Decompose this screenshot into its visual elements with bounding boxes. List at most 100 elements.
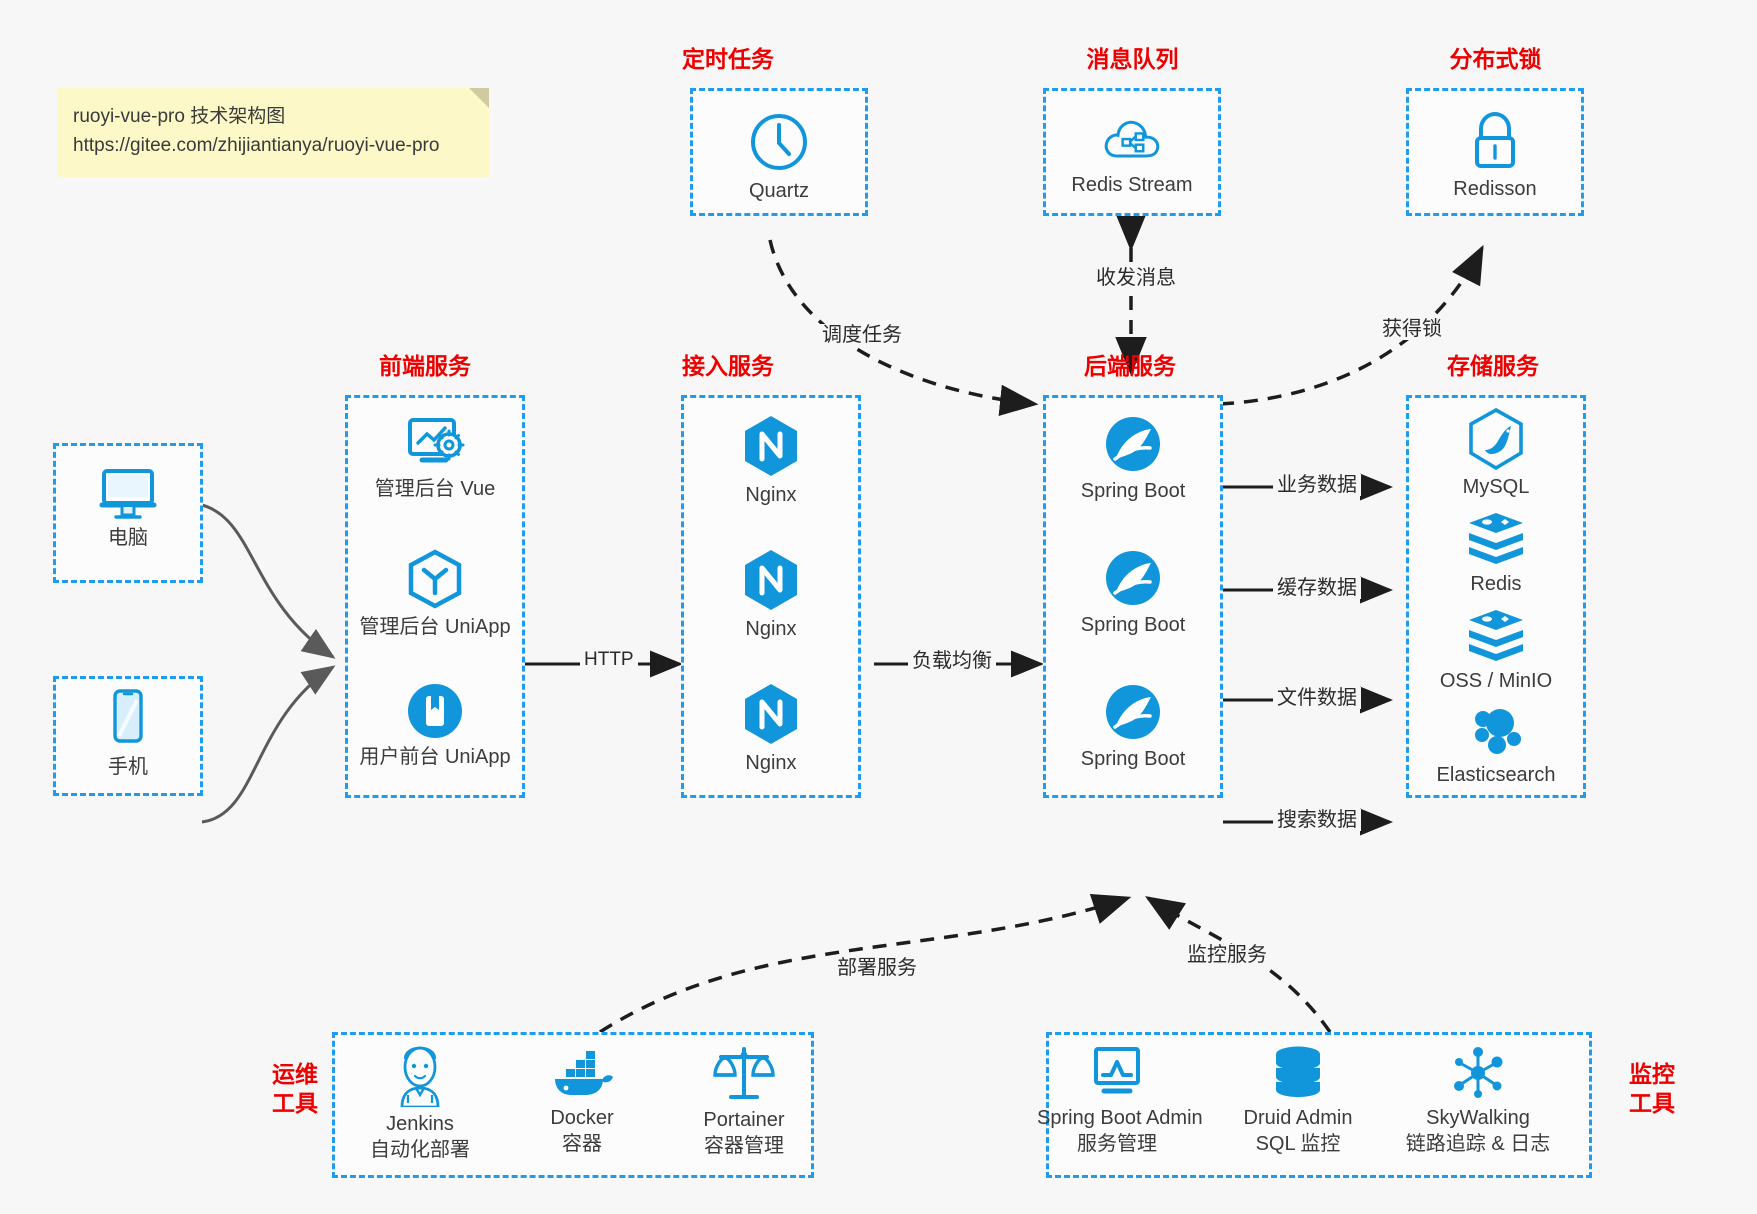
- node-nginx-3[interactable]: Nginx: [691, 682, 851, 776]
- node-spring-boot-3[interactable]: Spring Boot: [1053, 682, 1213, 772]
- node-nginx-2[interactable]: Nginx: [691, 548, 851, 642]
- group-title-backend: 后端服务: [1084, 353, 1176, 379]
- node-redisson[interactable]: Redisson: [1415, 110, 1575, 202]
- mobile-app-icon: [408, 684, 462, 738]
- group-message-queue: [1043, 88, 1221, 216]
- edge-label-monitor-service: 监控服务: [1183, 944, 1271, 966]
- node-spring-boot-1[interactable]: Spring Boot: [1053, 414, 1213, 504]
- node-mysql[interactable]: MySQL: [1416, 408, 1576, 500]
- node-label: Redisson: [1453, 178, 1537, 200]
- group-scheduler: [690, 88, 868, 216]
- node-oss-minio[interactable]: OSS / MinIO: [1416, 608, 1576, 694]
- desktop-monitor-icon: [99, 469, 157, 519]
- devops-title-line-1: 运维: [272, 1061, 318, 1087]
- node-label: Spring Boot Admin: [1037, 1107, 1203, 1129]
- edge-label-load-balance: 负载均衡: [908, 650, 996, 672]
- node-label: Spring Boot: [1080, 614, 1186, 636]
- devops-title-line-2: 工具: [272, 1089, 318, 1116]
- monitoring-title-line-1: 监控: [1629, 1061, 1675, 1087]
- node-spring-boot-2[interactable]: Spring Boot: [1053, 548, 1213, 638]
- node-label: Jenkins: [386, 1113, 454, 1135]
- node-label: Spring Boot: [1080, 480, 1186, 502]
- edge-label-acquire-lock: 获得锁: [1378, 318, 1446, 340]
- mobile-phone-icon: [113, 689, 143, 743]
- node-nginx-1[interactable]: Nginx: [691, 414, 851, 508]
- group-title-storage: 存储服务: [1447, 353, 1539, 379]
- group-title-distributed-lock: 分布式锁: [1449, 46, 1542, 72]
- edge-label-file-data: 文件数据: [1273, 687, 1361, 709]
- node-elasticsearch[interactable]: Elasticsearch: [1416, 700, 1576, 788]
- lock-icon: [1475, 111, 1515, 168]
- spring-boot-icon: [1106, 417, 1160, 471]
- node-mobile[interactable]: 手机: [48, 688, 208, 780]
- edge-label-business-data: 业务数据: [1273, 474, 1361, 496]
- note-card: ruoyi-vue-pro 技术架构图 https://gitee.com/zh…: [57, 88, 489, 177]
- node-admin-vue[interactable]: 管理后台 Vue: [355, 414, 515, 502]
- node-label: Elasticsearch: [1436, 764, 1556, 786]
- docker-whale-icon: [555, 1051, 613, 1095]
- node-druid-admin[interactable]: Druid Admin SQL 监控: [1218, 1045, 1378, 1157]
- clock-icon: [751, 114, 807, 170]
- edge-label-send-receive-message: 收发消息: [1092, 267, 1180, 289]
- node-label: Portainer: [703, 1109, 785, 1131]
- database-cylinder-icon: [1276, 1046, 1320, 1097]
- group-title-scheduler: 定时任务: [682, 46, 774, 72]
- note-line-url: https://gitee.com/zhijiantianya/ruoyi-vu…: [73, 135, 440, 157]
- skywalking-nodes-icon: [1454, 1047, 1503, 1098]
- node-admin-uniapp[interactable]: 管理后台 UniApp: [355, 548, 515, 640]
- node-label: Nginx: [745, 752, 797, 774]
- node-label: Quartz: [748, 180, 810, 202]
- spring-boot-icon: [1106, 685, 1160, 739]
- node-sublabel: 服务管理: [1077, 1133, 1157, 1155]
- nginx-icon: [745, 416, 797, 476]
- node-docker[interactable]: Docker 容器: [502, 1045, 662, 1157]
- node-label: Redis Stream: [1071, 174, 1193, 196]
- group-title-gateway: 接入服务: [682, 353, 774, 379]
- node-label: Spring Boot: [1080, 748, 1186, 770]
- edge-label-http: HTTP: [580, 649, 638, 671]
- node-jenkins[interactable]: Jenkins 自动化部署: [340, 1045, 500, 1163]
- node-portainer[interactable]: Portainer 容器管理: [664, 1045, 824, 1159]
- node-spring-boot-admin[interactable]: Spring Boot Admin 服务管理: [1037, 1045, 1203, 1157]
- node-label: 手机: [108, 756, 148, 778]
- node-label: Docker: [550, 1107, 614, 1129]
- node-sublabel: 容器: [562, 1133, 602, 1155]
- node-label: 用户前台 UniApp: [359, 746, 511, 768]
- node-label: 管理后台 Vue: [374, 478, 496, 500]
- cloud-network-icon: [1104, 120, 1160, 158]
- node-desktop[interactable]: 电脑: [48, 465, 208, 551]
- note-line-title: ruoyi-vue-pro 技术架构图: [73, 106, 286, 127]
- node-label: 电脑: [108, 527, 148, 549]
- scales-balance-icon: [713, 1047, 775, 1099]
- node-redis-stream[interactable]: Redis Stream: [1052, 112, 1212, 198]
- node-sublabel: 容器管理: [704, 1135, 784, 1157]
- nginx-icon: [745, 684, 797, 744]
- node-label: Nginx: [745, 484, 797, 506]
- monitor-chart-icon: [1094, 1047, 1140, 1094]
- node-sublabel: 链路追踪 & 日志: [1405, 1133, 1551, 1155]
- elasticsearch-icon: [1475, 709, 1521, 754]
- group-title-message-queue: 消息队列: [1086, 46, 1179, 72]
- node-redis[interactable]: Redis: [1416, 511, 1576, 597]
- dashboard-gear-icon: [408, 418, 465, 463]
- node-sublabel: 自动化部署: [370, 1139, 470, 1161]
- edge-label-search-data: 搜索数据: [1273, 809, 1361, 831]
- node-label: SkyWalking: [1426, 1107, 1530, 1129]
- node-label: Redis: [1470, 573, 1522, 595]
- node-sublabel: SQL 监控: [1255, 1133, 1341, 1155]
- monitoring-title-line-2: 工具: [1629, 1089, 1675, 1116]
- node-skywalking[interactable]: SkyWalking 链路追踪 & 日志: [1398, 1045, 1558, 1157]
- redis-stack-icon: [1469, 610, 1523, 661]
- node-quartz[interactable]: Quartz: [699, 110, 859, 204]
- redis-stack-icon: [1469, 513, 1523, 564]
- node-label: OSS / MinIO: [1439, 670, 1553, 692]
- node-label: Druid Admin: [1243, 1107, 1353, 1129]
- group-title-devops: 运维 工具: [255, 1060, 335, 1118]
- note-fold-corner: [469, 88, 489, 108]
- edge-label-deploy-service: 部署服务: [833, 957, 921, 979]
- mysql-dolphin-icon: [1469, 408, 1523, 470]
- nginx-icon: [745, 550, 797, 610]
- node-user-uniapp[interactable]: 用户前台 UniApp: [355, 682, 515, 770]
- group-title-monitoring: 监控 工具: [1612, 1060, 1692, 1118]
